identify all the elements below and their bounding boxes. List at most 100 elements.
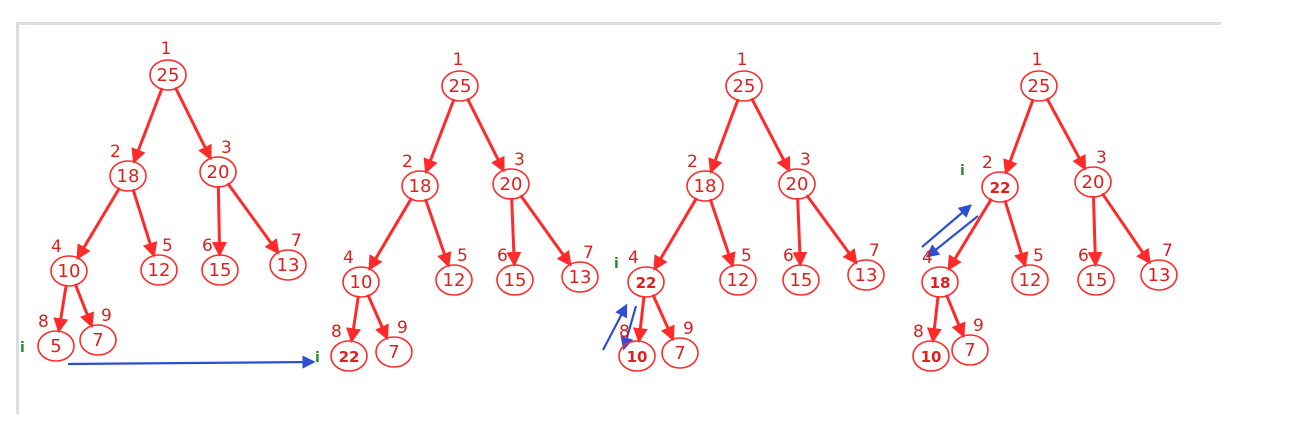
heap-node-value: 12 <box>148 260 171 281</box>
heap-node-circle <box>1077 264 1115 296</box>
heap-node-value: 25 <box>449 76 472 97</box>
swap-arrows-layer <box>67 204 979 369</box>
heap-node-index: 8 <box>913 322 924 342</box>
heap-node-index: 9 <box>973 316 984 336</box>
heap-node-index: 6 <box>783 246 794 266</box>
heap-node-value: 22 <box>636 274 657 292</box>
heap-node-index: 8 <box>619 322 630 342</box>
heap-node-value: 13 <box>277 255 300 276</box>
heap-node-value: 20 <box>500 174 523 195</box>
tree-edge-arrow <box>131 188 158 258</box>
heap-node-index: 7 <box>869 241 880 261</box>
heap-node-value: 10 <box>921 348 942 366</box>
heap-node-value: 18 <box>694 176 717 197</box>
heap-node-value: 15 <box>209 260 232 281</box>
heap-node-value: 7 <box>964 340 975 361</box>
heap-node-index: 9 <box>397 318 408 338</box>
heap-node-index: 1 <box>737 50 748 70</box>
heap-node-value: 18 <box>409 176 432 197</box>
pointer-i-label: i <box>315 350 320 366</box>
tree-edge-arrow <box>211 185 227 258</box>
heap-node-circle <box>618 340 656 372</box>
heap-node-value: 5 <box>50 336 61 357</box>
tree-edge-arrow <box>947 198 993 272</box>
tree-edge-arrow <box>632 295 648 344</box>
swap-arrow <box>921 204 973 248</box>
heap-node-circle <box>269 249 307 281</box>
tree-edge-arrow <box>466 97 505 173</box>
heap-node-index: 1 <box>1032 50 1043 70</box>
heap-node-value: 25 <box>733 76 756 97</box>
heap-node-circle <box>782 264 820 296</box>
heap-node-circle <box>401 170 439 202</box>
pointer-i-label: i <box>20 340 25 356</box>
swap-arrow <box>602 303 628 351</box>
heap-node-circle <box>435 264 473 296</box>
tree-edge-arrow <box>1101 192 1151 265</box>
heap-node-circle <box>1011 264 1049 296</box>
tree-edge-arrow <box>708 198 736 268</box>
tree-edge-arrow <box>73 283 95 329</box>
heap-node-index: 3 <box>1096 148 1107 168</box>
heap-node-circle <box>719 264 757 296</box>
heap-node-index: 2 <box>110 142 121 162</box>
tree-edge-arrow <box>653 197 698 271</box>
heap-node-index: 5 <box>457 246 468 266</box>
tree-edge-arrow <box>519 194 572 267</box>
heap-node-index: 2 <box>687 152 698 172</box>
tree-edge-arrow <box>366 294 389 341</box>
heap-node-index: 4 <box>51 237 62 257</box>
heap-node-circle <box>496 264 534 296</box>
heap-node-value: 13 <box>1148 265 1171 286</box>
heap-node-circle <box>912 340 950 372</box>
heap-node-circle <box>330 340 368 372</box>
heap-node-value: 12 <box>1019 270 1042 291</box>
heap-node-index: 9 <box>683 319 694 339</box>
heap-node-circle <box>981 171 1019 203</box>
labels-layer: 2511822031041251561375879i25118220310412… <box>20 39 1173 366</box>
heap-node-circle <box>921 266 959 298</box>
heap-node-value: 13 <box>855 265 878 286</box>
heap-node-index: 2 <box>402 152 413 172</box>
heap-node-circle <box>778 168 816 200</box>
heap-node-value: 12 <box>727 270 750 291</box>
heap-node-index: 7 <box>1162 241 1173 261</box>
heap-node-index: 8 <box>331 322 342 342</box>
heap-node-index: 5 <box>162 236 173 256</box>
heap-node-index: 6 <box>497 246 508 266</box>
tree-edge-arrow <box>750 97 791 173</box>
heap-node-value: 7 <box>388 342 399 363</box>
heap-node-circle <box>342 266 380 298</box>
heap-node-circle <box>661 337 699 369</box>
heap-node-value: 22 <box>339 348 360 366</box>
tree-edge-arrow <box>792 197 808 268</box>
heap-node-value: 7 <box>674 343 685 364</box>
tree-edge-arrow <box>926 295 942 344</box>
heap-node-value: 18 <box>117 166 140 187</box>
tree-edge-arrow <box>368 197 413 271</box>
heap-node-circle <box>375 336 413 368</box>
heap-node-index: 5 <box>741 246 752 266</box>
tree-edge-arrow <box>131 87 164 164</box>
heap-node-circle <box>50 255 88 287</box>
heap-node-index: 4 <box>343 248 354 268</box>
tree-edge-arrow <box>173 86 212 161</box>
heap-node-value: 20 <box>786 174 809 195</box>
heap-node-circle <box>686 170 724 202</box>
heap-node-value: 15 <box>1085 270 1108 291</box>
heap-node-circle <box>725 70 763 102</box>
tree-edge-arrow <box>346 295 361 344</box>
heap-node-value: 15 <box>504 270 527 291</box>
heap-node-index: 4 <box>628 248 639 268</box>
heap-node-value: 13 <box>569 267 592 288</box>
heap-node-value: 10 <box>627 348 648 366</box>
heap-node-value: 25 <box>1028 76 1051 97</box>
heap-node-index: 2 <box>982 153 993 173</box>
heap-node-index: 3 <box>221 138 232 158</box>
heap-node-circle <box>1140 259 1178 291</box>
heap-node-circle <box>199 156 237 188</box>
tree-edge-arrow <box>651 294 675 342</box>
heap-node-circle <box>140 254 178 286</box>
swap-arrow <box>67 355 316 369</box>
heap-node-index: 7 <box>583 243 594 263</box>
